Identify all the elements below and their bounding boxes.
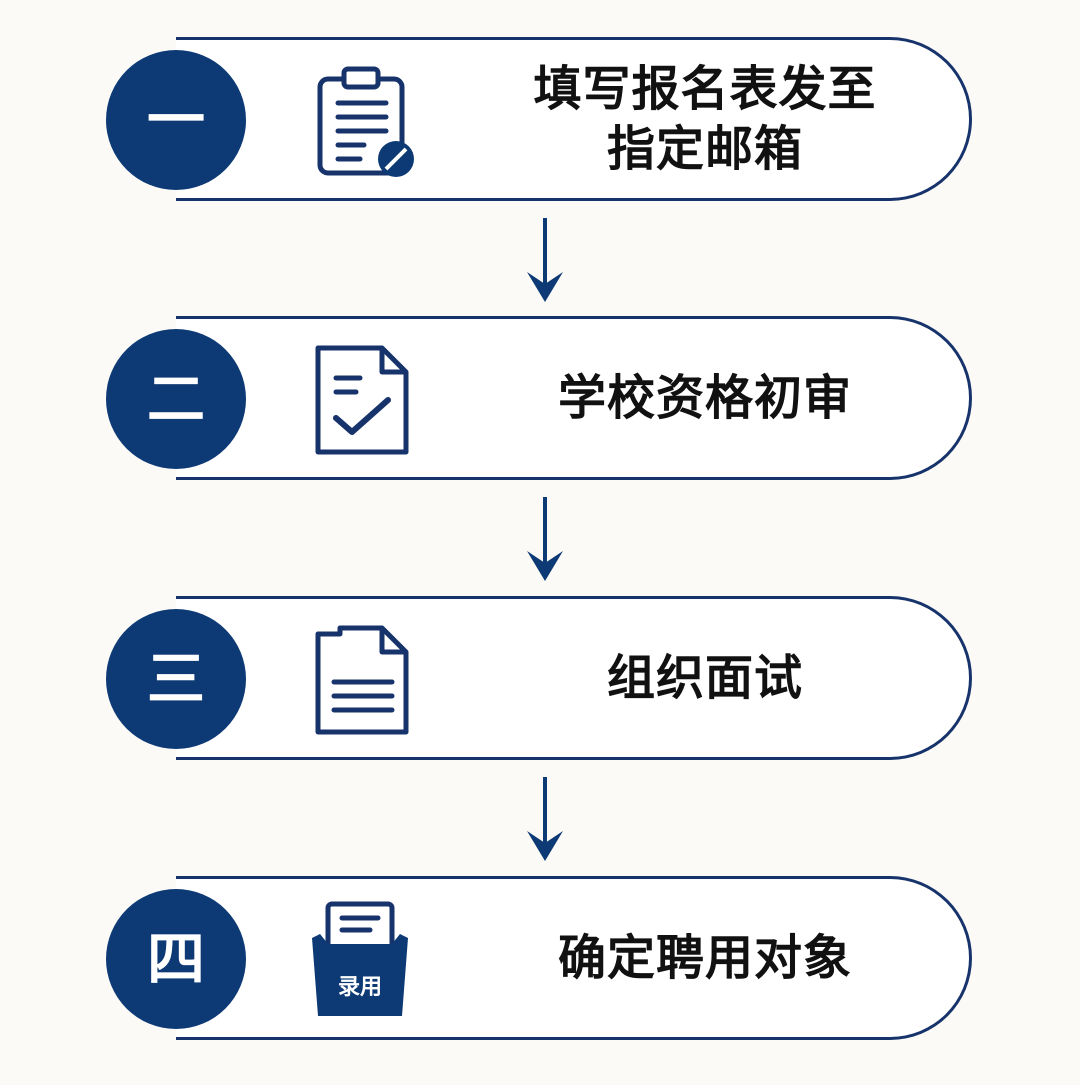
step-2-label: 学校资格初审	[500, 316, 910, 480]
arrow-down-icon	[520, 495, 570, 585]
step-3-label-line-1: 组织面试	[606, 650, 803, 706]
step-1: 一 填写报名表发至 指定邮箱	[0, 37, 1080, 205]
step-1-label-line-2: 指定邮箱	[606, 121, 803, 177]
step-3-number-badge: 三	[106, 609, 246, 749]
arrow-down-icon	[520, 775, 570, 865]
step-4-pill	[176, 876, 972, 1040]
step-4-label: 确定聘用对象	[500, 876, 910, 1040]
step-2-number-badge: 二	[106, 329, 246, 469]
step-2-pill	[176, 316, 972, 480]
step-4-label-line-1: 确定聘用对象	[557, 930, 852, 986]
step-3-label: 组织面试	[500, 596, 910, 760]
step-4-number-badge: 四	[106, 889, 246, 1029]
step-1-label-line-1: 填写报名表发至	[533, 61, 877, 117]
step-3: 三 组织面试	[0, 596, 1080, 764]
hire-tray-icon-text: 录用	[338, 975, 382, 1000]
hire-tray-icon: 录用	[300, 900, 420, 1020]
step-1-number-badge: 一	[106, 50, 246, 190]
step-1-label: 填写报名表发至 指定邮箱	[500, 37, 910, 201]
step-2: 二 学校资格初审	[0, 316, 1080, 484]
step-4: 四 录用 确定聘用对象	[0, 876, 1080, 1044]
clipboard-pen-icon	[300, 61, 420, 181]
step-2-label-line-1: 学校资格初审	[557, 370, 852, 426]
step-3-pill	[176, 596, 972, 760]
arrow-down-icon	[520, 216, 570, 306]
step-1-pill	[176, 37, 972, 201]
document-lines-icon	[300, 620, 420, 740]
document-check-icon	[300, 340, 420, 460]
